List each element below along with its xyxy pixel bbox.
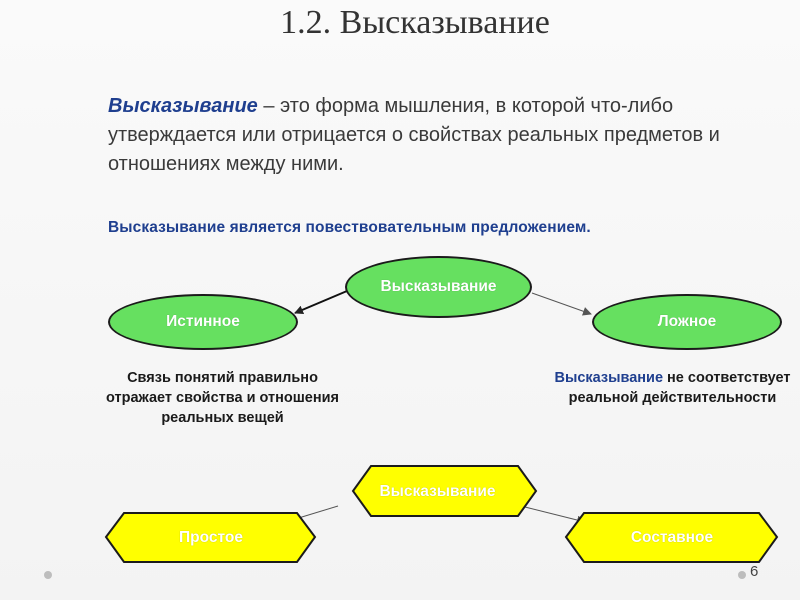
footer-bullet-right: [738, 571, 746, 579]
false-description-body: не соответствует реальной действительнос…: [568, 370, 791, 406]
page-number: 6: [750, 563, 759, 580]
arrow-to-true: [294, 290, 348, 315]
node-simple: Простое: [179, 528, 243, 546]
node-structure-root: Высказывание: [379, 482, 496, 500]
slide-title: 1.2. Высказывание: [280, 4, 550, 41]
node-false: Ложное: [592, 294, 782, 350]
false-description-term: Высказывание: [554, 370, 664, 386]
arrow-to-false: [531, 292, 592, 316]
definition-term: Высказывание: [108, 95, 258, 117]
true-description: Связь понятий правильно отражает свойств…: [105, 370, 340, 426]
definition-body: – это форма мышления, в которой что-либо…: [108, 95, 720, 175]
definition-text: Высказывание – это форма мышления, в кот…: [108, 92, 768, 179]
node-true: Истинное: [108, 294, 298, 350]
subtitle: Высказывание является повествовательным …: [108, 219, 591, 236]
footer-bullet-left: [44, 571, 52, 579]
node-statement-root: Высказывание: [345, 256, 532, 318]
false-description: Высказывание не соответствует реальной д…: [545, 368, 800, 408]
node-compound: Составное: [630, 528, 714, 546]
